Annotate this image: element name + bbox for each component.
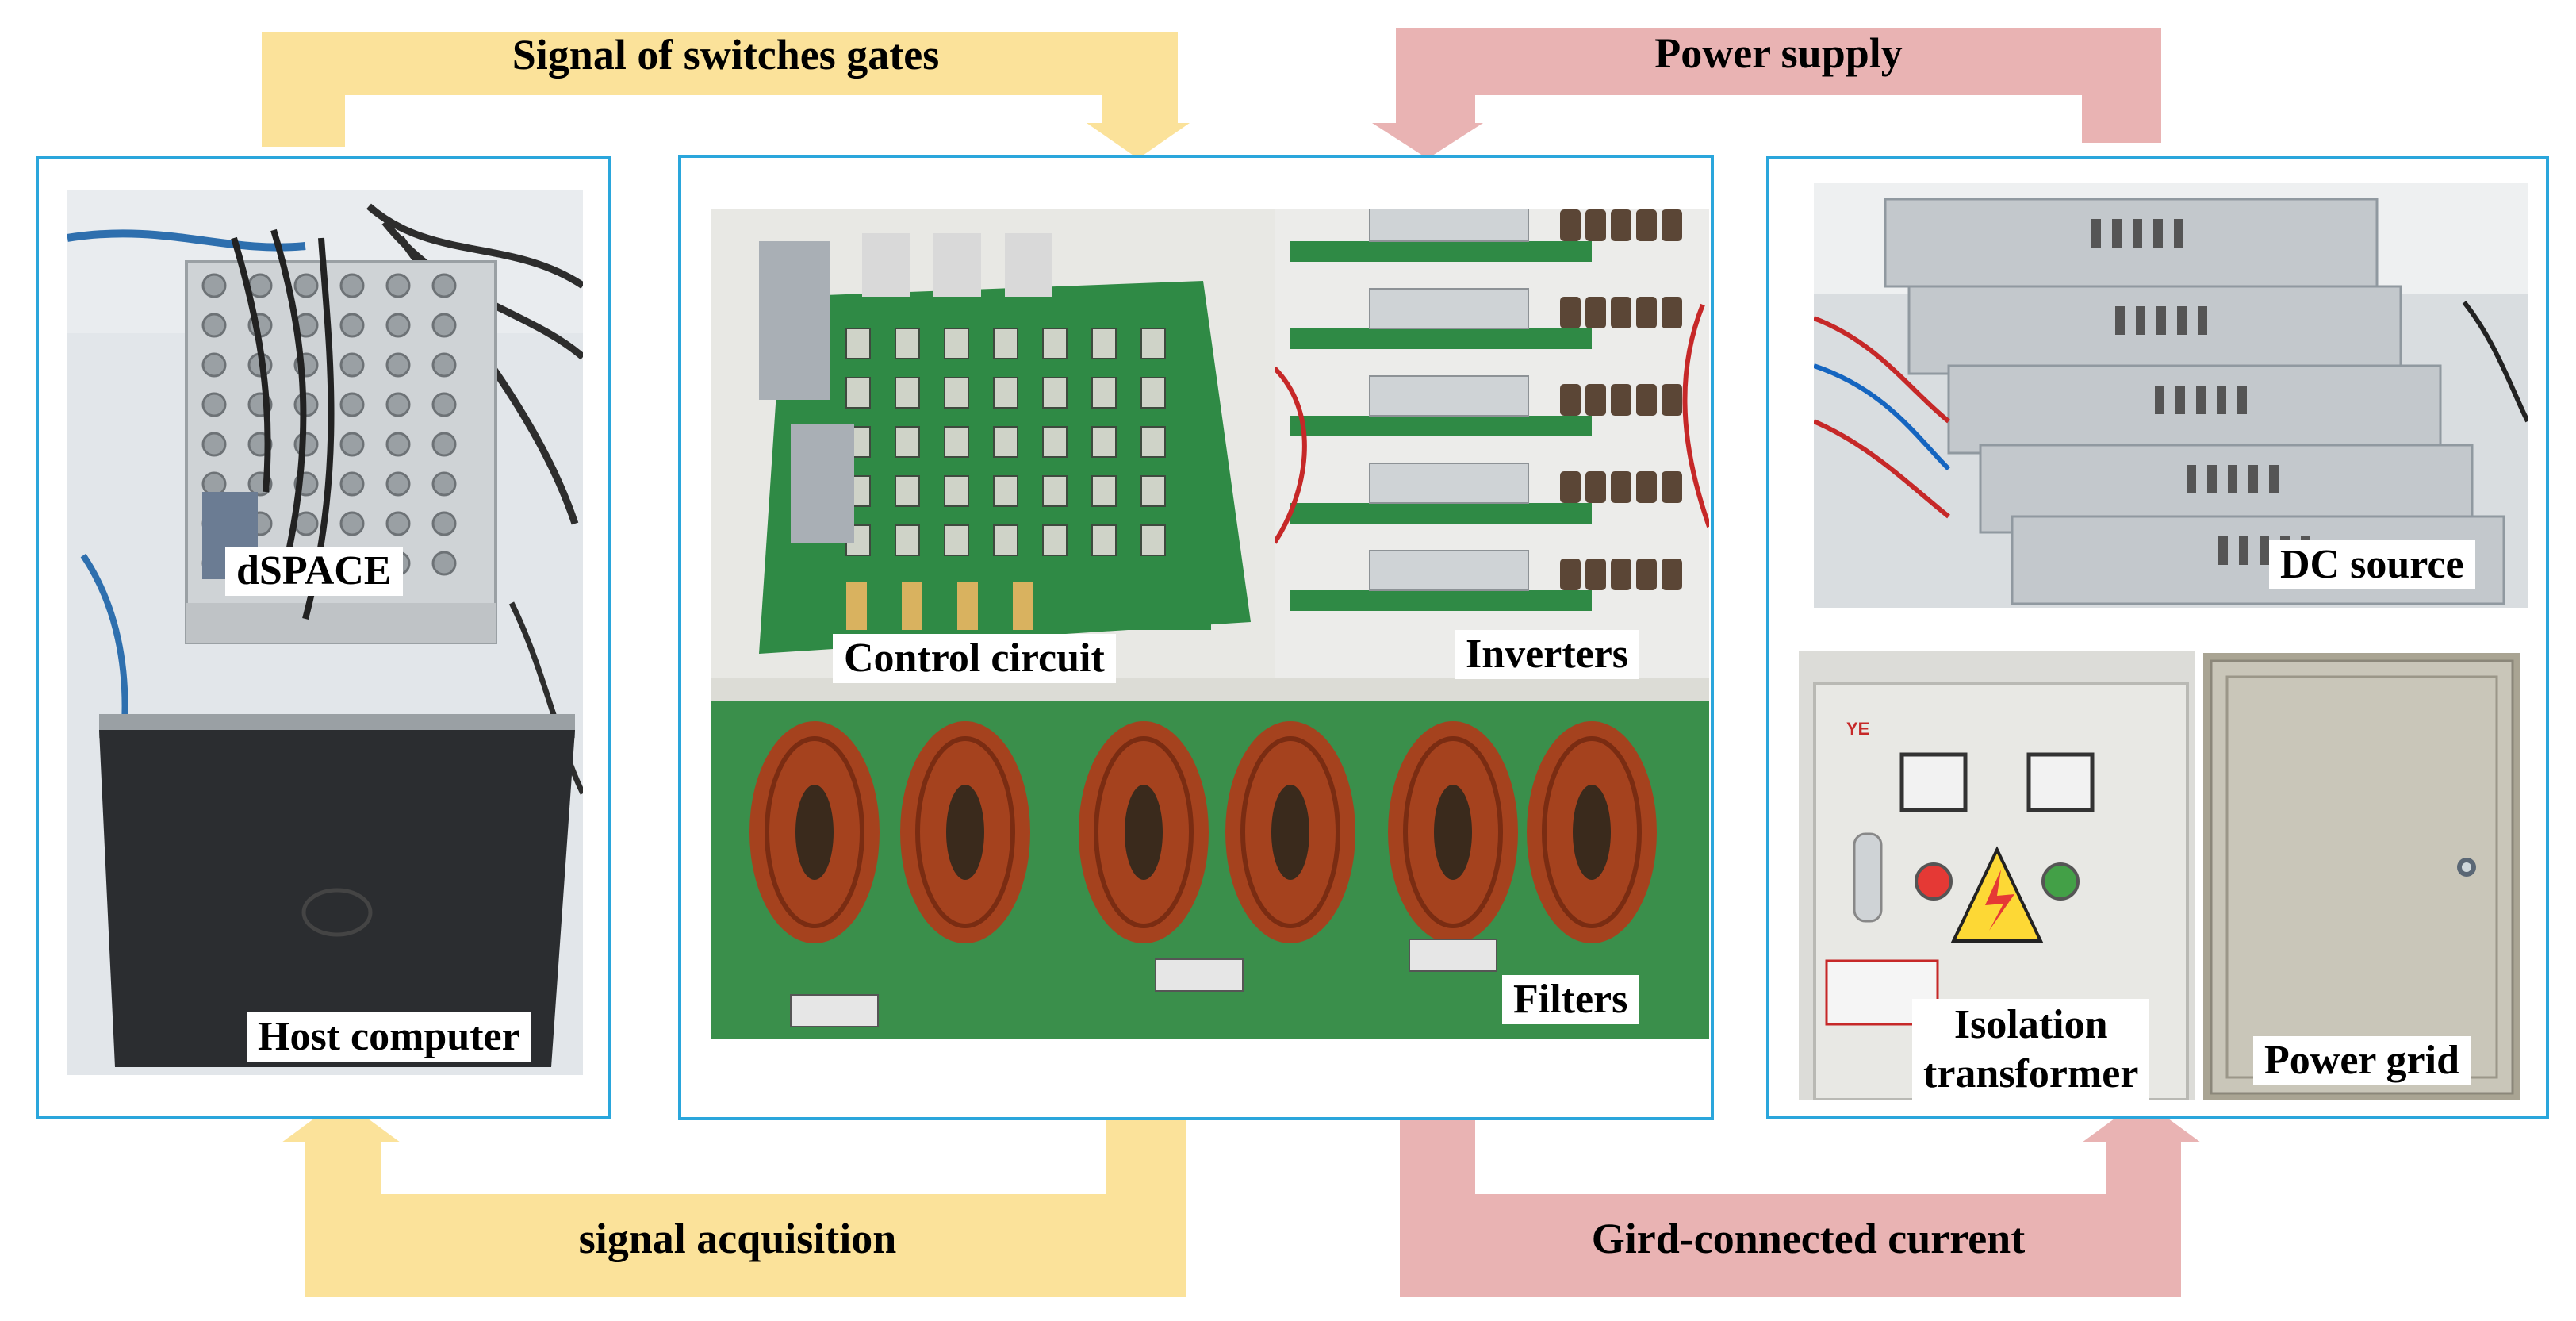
control-circuit-photo	[711, 209, 1275, 693]
signal-gates-label: Signal of switches gates	[512, 31, 940, 79]
host-panel: dSPACE Host computer	[36, 156, 611, 1119]
transformer-label: Isolation transformer	[1912, 999, 2150, 1101]
host-photo	[67, 190, 583, 1075]
inverters-photo	[1275, 209, 1709, 693]
transformer-label-line1: Isolation	[1953, 1002, 2108, 1047]
inverters-label: Inverters	[1455, 630, 1640, 680]
converter-panel: Control circuit Inverters Filters	[678, 155, 1714, 1120]
svg-text:YE: YE	[1846, 719, 1869, 739]
power-supply-label: Power supply	[1654, 29, 1903, 77]
control-board-components	[845, 328, 1166, 556]
power-grid-label: Power grid	[2253, 1036, 2471, 1086]
filter-inductors	[749, 721, 1657, 943]
dc-power-supplies	[1884, 198, 2505, 605]
laptop	[99, 714, 575, 1067]
transformer-label-line2: transformer	[1923, 1051, 2139, 1097]
signal-acquisition-label: signal acquisition	[578, 1215, 897, 1262]
filters-label: Filters	[1502, 975, 1639, 1025]
grid-current-label: Gird-connected current	[1591, 1215, 2026, 1262]
grid-side-panel: YE DC source Isolation	[1766, 156, 2549, 1119]
dspace-label: dSPACE	[225, 547, 403, 597]
dc-source-photo	[1814, 183, 2528, 608]
dc-source-label: DC source	[2269, 540, 2475, 590]
host-computer-label: Host computer	[247, 1012, 531, 1062]
signal-gates-arrow	[262, 32, 1190, 159]
grid-current-arrow	[1400, 1099, 2201, 1297]
control-circuit-label: Control circuit	[833, 634, 1116, 684]
power-supply-arrow	[1372, 28, 2161, 159]
signal-acquisition-arrow	[282, 1099, 1186, 1297]
power-grid-photo	[2203, 653, 2520, 1100]
inverter-boards	[1275, 209, 1709, 611]
